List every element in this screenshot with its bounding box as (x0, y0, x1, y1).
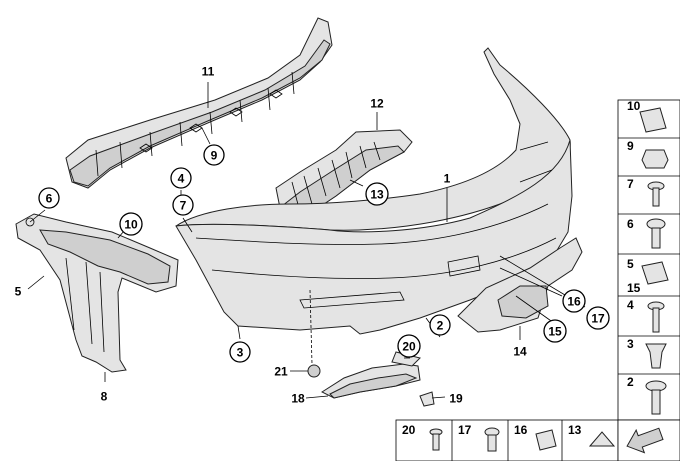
svg-text:10: 10 (124, 218, 138, 232)
callout-15: 15 (543, 319, 567, 343)
legend-bottom-icons (429, 427, 664, 454)
svg-text:21: 21 (274, 365, 288, 379)
svg-text:14: 14 (513, 345, 527, 359)
part-5-left-bracket (15, 213, 179, 373)
clip-nut-icon (641, 261, 669, 285)
svg-text:6: 6 (46, 192, 53, 206)
callout-6: 6 (38, 187, 60, 209)
legend-right-label-15: 15 (627, 281, 641, 295)
legend-right-icons (639, 107, 669, 415)
callout-18: 18 (291, 392, 305, 406)
part-18-reflector (307, 351, 435, 407)
tapping-screw-icon (646, 218, 666, 249)
callout-13: 13 (365, 182, 389, 206)
callout-21: 21 (274, 365, 288, 379)
callout-11: 11 (202, 65, 215, 79)
svg-text:7: 7 (180, 199, 187, 213)
callout-12: 12 (370, 97, 384, 111)
svg-text:20: 20 (402, 340, 416, 354)
callout-10: 10 (119, 212, 143, 236)
callout-2: 2 (429, 314, 451, 336)
screw-icon (647, 181, 665, 207)
legend-right-label-3: 3 (627, 337, 634, 351)
svg-text:19: 19 (449, 392, 463, 406)
clip-nut-icon-16 (535, 429, 557, 451)
legend-right-label-4: 4 (627, 298, 634, 312)
part-1-bumper-panel (175, 47, 573, 335)
legend-right-label-10: 10 (627, 99, 641, 113)
svg-text:1: 1 (444, 172, 451, 186)
svg-text:8: 8 (101, 390, 108, 404)
svg-text:15: 15 (548, 325, 562, 339)
callout-9: 9 (203, 144, 225, 166)
svg-text:12: 12 (370, 97, 384, 111)
svg-text:13: 13 (370, 188, 384, 202)
callout-20: 20 (397, 334, 421, 358)
legend-right-label-7: 7 (627, 177, 634, 191)
callout-5: 5 (15, 285, 22, 299)
flange-bolt-icon (645, 380, 667, 415)
tapping-screw-icon-17 (484, 427, 500, 452)
hex-nut-icon (641, 149, 669, 169)
svg-text:4: 4 (178, 172, 185, 186)
callout-1: 1 (444, 172, 451, 186)
callout-16: 16 (562, 289, 586, 313)
callout-17: 17 (586, 306, 610, 330)
callout-7: 7 (172, 194, 194, 216)
orientation-arrow-icon (626, 427, 664, 454)
svg-text:3: 3 (237, 346, 244, 360)
callout-3: 3 (229, 341, 251, 363)
callout-14: 14 (513, 345, 527, 359)
svg-text:9: 9 (211, 149, 218, 163)
legend-bottom-label-13: 13 (568, 423, 582, 437)
callout-4: 4 (170, 167, 192, 189)
plug-cap-icon-13 (588, 431, 616, 447)
callout-19: 19 (449, 392, 463, 406)
svg-text:18: 18 (291, 392, 305, 406)
legend-bottom-label-16: 16 (514, 423, 528, 437)
svg-text:2: 2 (437, 319, 444, 333)
svg-text:16: 16 (567, 295, 581, 309)
expanding-rivet-icon (645, 343, 667, 369)
part-11-carrier (65, 17, 333, 189)
svg-text:11: 11 (202, 65, 215, 79)
screw-icon-20 (429, 428, 443, 451)
legend-right-label-5: 5 (627, 257, 634, 271)
legend-bottom-label-17: 17 (458, 423, 472, 437)
callout-8: 8 (101, 390, 108, 404)
part-13-side-bracket (275, 129, 413, 221)
legend-right-label-2: 2 (627, 375, 634, 389)
bolt-icon (647, 301, 665, 333)
legend-right-label-9: 9 (627, 139, 634, 153)
legend-bottom-label-20: 20 (402, 423, 416, 437)
svg-text:5: 5 (15, 285, 22, 299)
nut-clip-icon (639, 107, 667, 133)
legend-right-label-6: 6 (627, 217, 634, 231)
svg-text:17: 17 (591, 312, 605, 326)
